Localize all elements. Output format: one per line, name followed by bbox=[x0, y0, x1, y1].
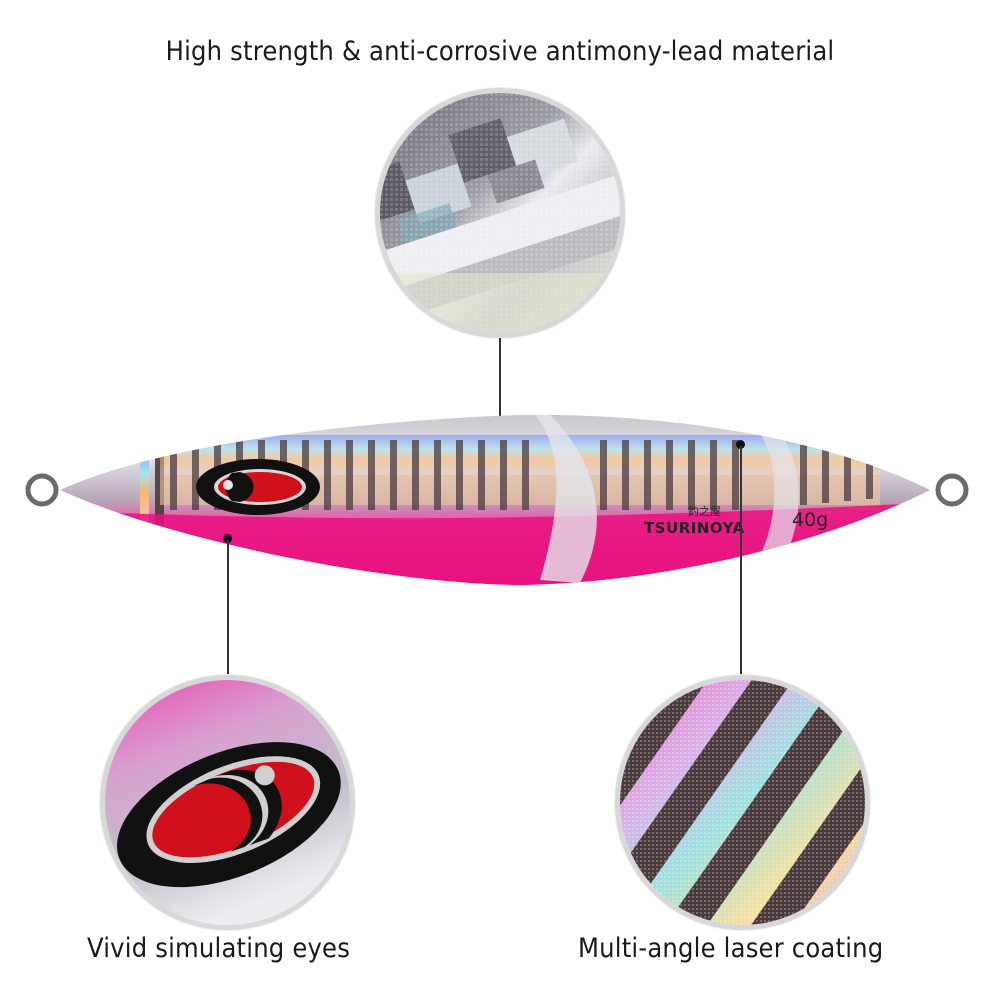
material-texture-image bbox=[380, 93, 620, 333]
laser-coating-image bbox=[620, 680, 865, 925]
leader-line-eyes bbox=[227, 540, 229, 675]
weight-label: 40g bbox=[792, 509, 829, 531]
fishing-jig-lure: TSURINOYA 釣之屋 40g bbox=[20, 405, 980, 595]
eyes-closeup-circle bbox=[100, 675, 355, 930]
brand-logo-text: TSURINOYA bbox=[644, 519, 745, 537]
eye-callout-dot bbox=[223, 534, 232, 543]
material-closeup-circle bbox=[375, 88, 625, 338]
brand-kanji-text: 釣之屋 bbox=[688, 505, 721, 518]
caption-material: High strength & anti-corrosive antimony-… bbox=[165, 36, 835, 67]
split-ring-rear bbox=[935, 473, 969, 507]
eye-closeup-image bbox=[105, 680, 350, 925]
leader-line-coating bbox=[740, 446, 742, 675]
split-ring-front bbox=[25, 473, 59, 507]
caption-coating: Multi-angle laser coating bbox=[578, 933, 884, 964]
leader-line-material bbox=[499, 338, 501, 418]
coating-closeup-circle bbox=[615, 675, 870, 930]
caption-eyes: Vivid simulating eyes bbox=[87, 933, 351, 964]
coating-callout-dot bbox=[736, 440, 745, 449]
lure-eye bbox=[196, 459, 320, 515]
